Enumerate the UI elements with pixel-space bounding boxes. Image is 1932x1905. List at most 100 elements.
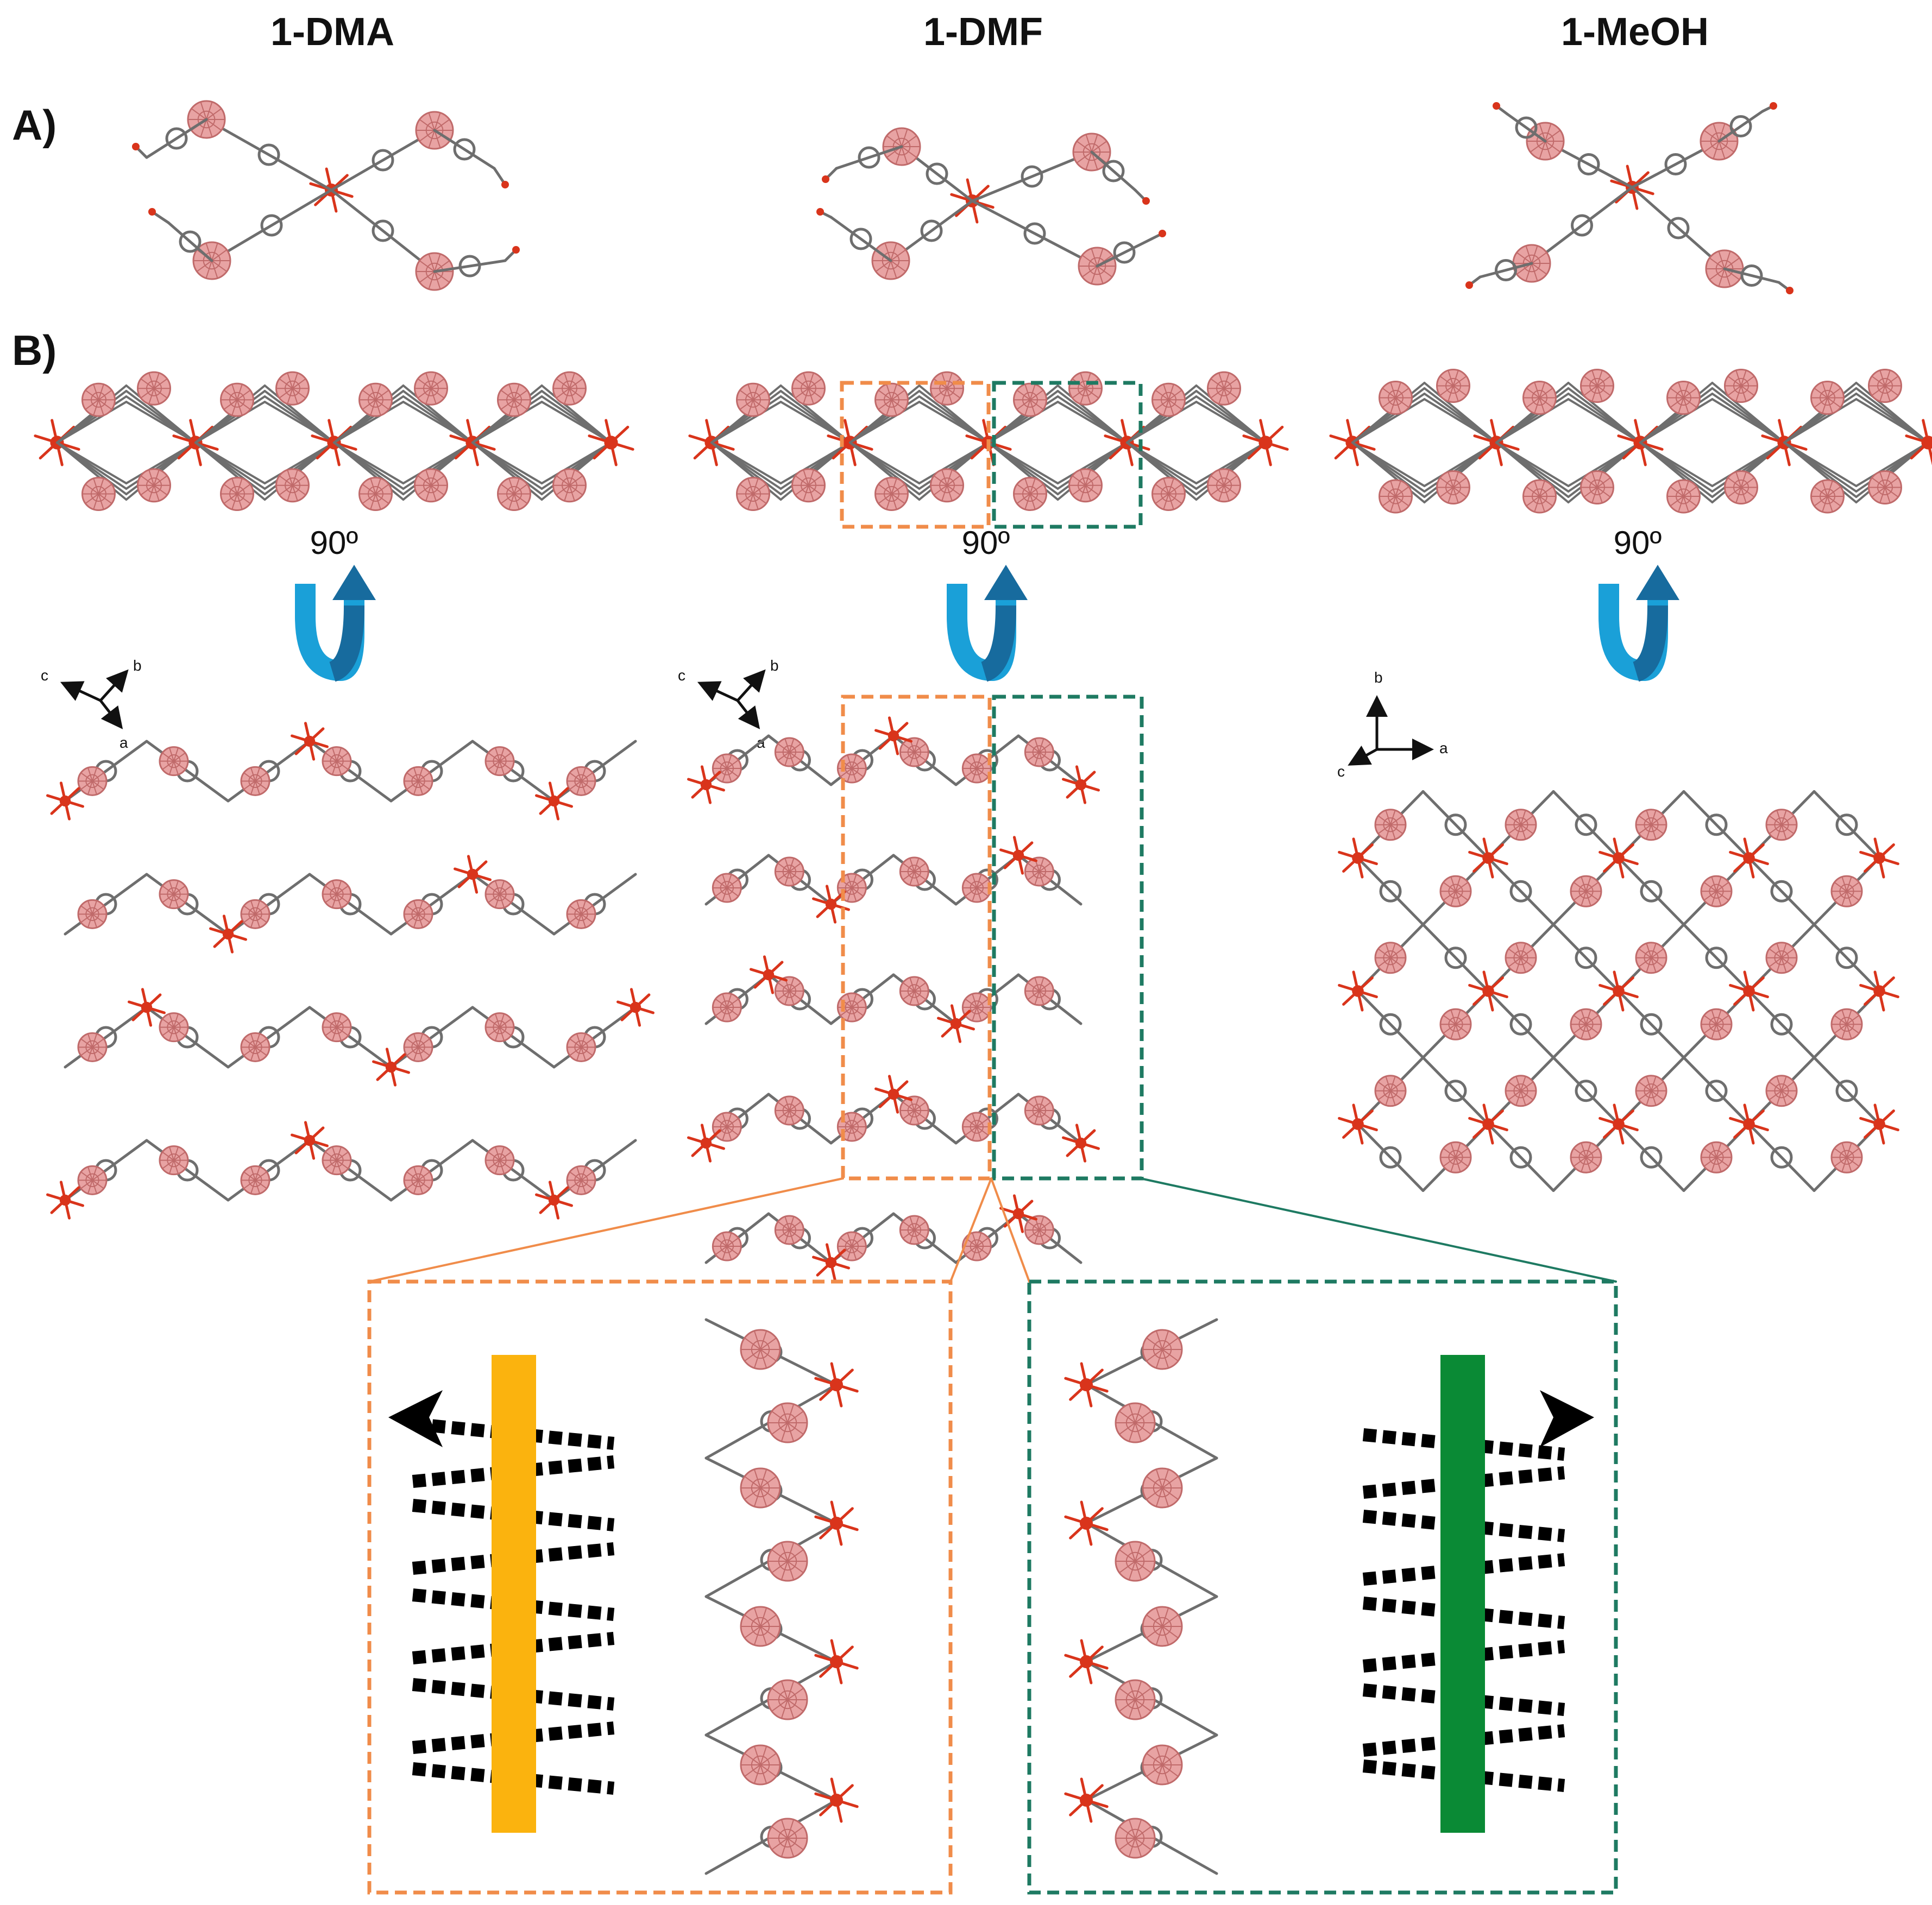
metal-node	[1599, 1103, 1639, 1145]
axis-b-arrow	[99, 669, 129, 702]
carborane-cage	[767, 1818, 808, 1859]
phenyl-ring	[453, 138, 476, 161]
carborane-cage	[1374, 942, 1407, 974]
phenyl-ring	[1835, 947, 1858, 969]
carborane-cage	[1013, 382, 1047, 417]
metal-node	[1729, 1103, 1769, 1145]
organic-linker	[1617, 989, 1685, 1059]
direction-arrow-right-icon	[1540, 1390, 1594, 1447]
metal-node	[1064, 1500, 1109, 1546]
phenyl-ring	[1515, 116, 1538, 139]
organic-linker	[1421, 790, 1490, 860]
organic-linker	[1356, 1122, 1425, 1192]
phenyl-ring	[849, 228, 872, 250]
connector-line	[368, 1177, 844, 1283]
axis-label-a-meoh: a	[1439, 740, 1448, 756]
carborane-cage	[566, 1165, 596, 1195]
organic-linker	[389, 1006, 474, 1069]
carborane-cage	[137, 468, 171, 503]
phenyl-ring	[1577, 153, 1600, 175]
carborane-cage	[240, 899, 270, 929]
phenyl-ring	[1509, 1013, 1532, 1036]
axis-b-arrow	[736, 669, 766, 702]
axis-label-b-dmf: b	[770, 657, 779, 674]
carborane-cage	[1570, 1008, 1602, 1040]
highlight-boxes	[368, 381, 1617, 1283]
axis-label-c-meoh: c	[1337, 763, 1345, 780]
metal-node	[1729, 970, 1769, 1012]
organic-linker	[471, 1006, 556, 1069]
axis-c-arrow	[60, 681, 102, 702]
carborane-cage	[874, 477, 909, 511]
carborane-cage	[961, 1112, 992, 1142]
carborane-cage	[736, 477, 770, 511]
organic-linker	[145, 1006, 230, 1069]
carborane-cage	[566, 899, 596, 929]
organic-linker	[471, 873, 556, 936]
organic-linker	[330, 188, 436, 273]
zoom-box-teal	[1027, 1279, 1618, 1895]
panel-b-chain-views	[34, 369, 1932, 514]
metal-node	[1859, 970, 1899, 1012]
carborane-cage	[712, 753, 742, 784]
dashed-box-orange-middle	[841, 695, 992, 1181]
carborane-cage	[77, 1032, 108, 1062]
metal-node	[454, 855, 492, 894]
carborane-cage	[81, 382, 116, 417]
organic-linker	[1356, 856, 1425, 926]
axis-label-b-meoh: b	[1374, 669, 1383, 686]
carborane-cage	[240, 1165, 270, 1195]
connector-line	[990, 1177, 1030, 1283]
column-title-dmf: 1-DMF	[923, 10, 1043, 54]
carborane-cage	[1765, 942, 1798, 974]
carborane-cage	[1700, 1008, 1733, 1040]
metal-node	[291, 1121, 329, 1160]
axis-label-c-dma: c	[41, 667, 48, 684]
metal-node	[937, 1004, 975, 1043]
metal-node	[1062, 765, 1100, 804]
organic-linker	[145, 873, 230, 936]
phenyl-ring	[1640, 1146, 1663, 1169]
carborane-cage	[1765, 809, 1798, 841]
organic-linker	[1682, 923, 1751, 993]
carborane-cage	[1024, 976, 1054, 1006]
phenyl-ring	[1640, 1013, 1663, 1036]
organic-linker	[433, 255, 507, 277]
metal-node	[814, 1500, 859, 1546]
carborane-cage	[774, 856, 804, 887]
dashed-box-teal-middle	[992, 695, 1144, 1181]
organic-linker	[205, 118, 333, 192]
carborane-cage	[899, 1095, 929, 1126]
phenyl-ring	[1495, 259, 1517, 281]
carborane-cage	[1374, 809, 1407, 841]
metal-node	[1242, 419, 1289, 466]
phenyl-ring	[179, 230, 202, 253]
organic-linker	[433, 129, 496, 170]
organic-linker	[552, 873, 637, 936]
carborane-cage	[1830, 1008, 1863, 1040]
phenyl-ring	[1770, 1146, 1793, 1169]
carborane-cage	[1570, 875, 1602, 907]
carborane-cage	[1505, 1075, 1537, 1107]
carborane-cage	[1830, 875, 1863, 907]
phenyl-ring	[858, 146, 880, 169]
organic-linker	[145, 118, 208, 159]
carborane-cage	[414, 371, 448, 406]
metal-node	[1599, 837, 1639, 879]
carborane-cage	[1068, 468, 1103, 503]
axis-label-a-dma: a	[119, 734, 128, 751]
organic-linker	[1487, 856, 1555, 926]
rotation-arrows	[295, 565, 1679, 682]
organic-linker	[552, 1139, 637, 1202]
organic-linker	[1723, 264, 1780, 287]
metal-node	[874, 716, 912, 755]
carborane-cage	[1724, 369, 1758, 403]
carborane-cage	[1666, 381, 1701, 415]
carborane-cage	[1439, 875, 1472, 907]
carborane-cage	[1810, 479, 1845, 514]
carborane-cage	[791, 468, 826, 503]
dashed-box-teal-top	[992, 381, 1143, 529]
carborane-cage	[1700, 875, 1733, 907]
carborane-cage	[1868, 470, 1902, 504]
